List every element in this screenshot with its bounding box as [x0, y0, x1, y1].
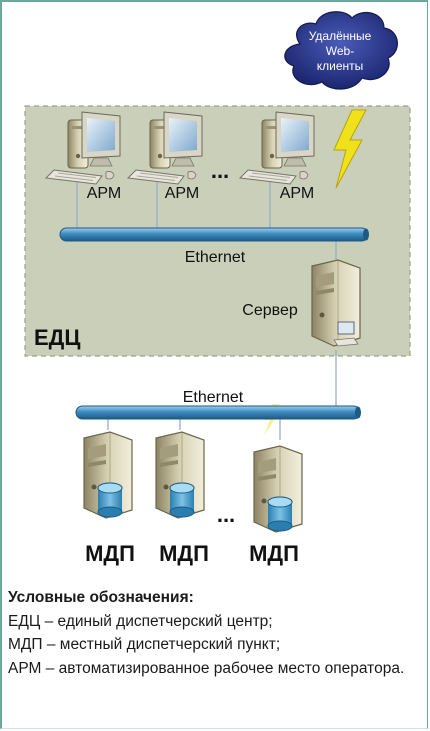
- local-point-2-label: МДП: [159, 541, 209, 566]
- legend: Условные обозначения: ЕДЦ – единый диспе…: [8, 586, 418, 680]
- legend-item-mdp: МДП – местный диспетчерский пункт;: [8, 636, 281, 653]
- local-point-icon: [84, 432, 132, 518]
- network-diagram: ЕДЦ Удалённые Web- клиенты Ethernet АРМ: [24, 11, 411, 566]
- cloud-label-line-2: Web-: [326, 44, 354, 58]
- workstations-ellipsis: ...: [211, 158, 229, 183]
- server-label: Сервер: [242, 302, 298, 319]
- local-points-ellipsis: ...: [217, 502, 235, 527]
- local-point-icon: [254, 446, 302, 532]
- workstation-1-label: АРМ: [87, 185, 122, 202]
- local-point-3-label: МДП: [249, 541, 299, 566]
- cloud-label-line-1: Удалённые: [309, 29, 372, 43]
- local-point-1: [84, 432, 132, 518]
- legend-item-edc: ЕДЦ – единый диспетчерский центр;: [8, 612, 273, 630]
- wireless-link-icon: [333, 109, 367, 189]
- edc-zone-label: ЕДЦ: [34, 325, 80, 350]
- workstation-2-label: АРМ: [165, 185, 200, 202]
- local-point-icon: [156, 432, 204, 518]
- legend-title: Условные обозначения:: [8, 589, 194, 606]
- local-point-2: [156, 432, 204, 518]
- ethernet-top-label: Ethernet: [185, 249, 246, 266]
- local-point-1-label: МДП: [85, 541, 135, 566]
- ethernet-top: Ethernet: [59, 227, 369, 266]
- legend-item-arm: АРМ – автоматизированное рабочее место о…: [8, 659, 405, 677]
- ethernet-bottom-label: Ethernet: [183, 389, 244, 406]
- server: [311, 259, 361, 347]
- remote-clients-cloud: Удалённые Web- клиенты: [284, 11, 398, 90]
- ethernet-bottom: [75, 405, 361, 420]
- workstation-3-label: АРМ: [280, 185, 315, 202]
- cloud-icon: [284, 11, 398, 90]
- connectors: [76, 172, 337, 440]
- local-point-3: [254, 446, 302, 532]
- cloud-label-line-3: клиенты: [317, 59, 364, 73]
